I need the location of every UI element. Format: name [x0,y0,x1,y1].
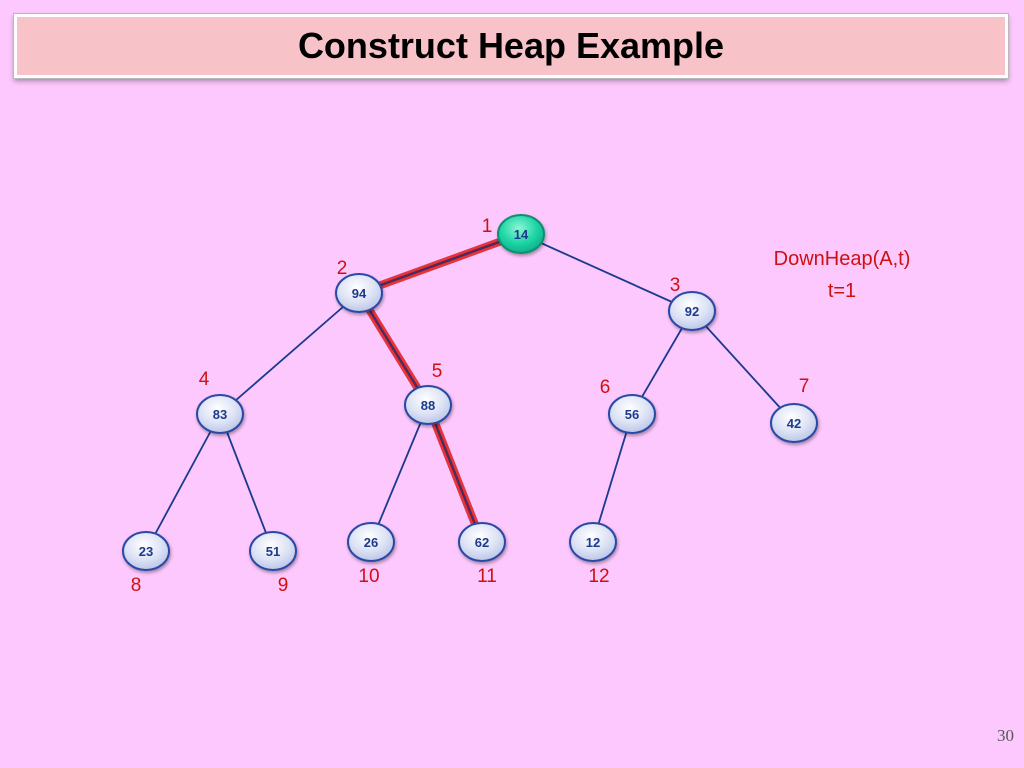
heap-node-5: 88 [404,385,452,425]
downheap-param-text: t=1 [827,280,857,302]
heap-node-11: 62 [458,522,506,562]
node-index-1: 1 [482,216,493,237]
node-index-4: 4 [199,369,210,390]
node-index-12: 12 [588,566,609,587]
node-circle [668,291,716,331]
heap-node-12: 12 [569,522,617,562]
node-circle [458,522,506,562]
heap-node-7: 42 [770,403,818,443]
node-value: 26 [364,535,378,550]
node-value: 42 [787,416,801,431]
node-circle [122,531,170,571]
node-circle [404,385,452,425]
node-index-2: 2 [337,258,348,279]
edges-layer [145,230,795,552]
tree-edge-6-12 [592,413,633,543]
node-circle [569,522,617,562]
tree-edge-4-9 [219,413,274,552]
node-circle [608,394,656,434]
heap-node-10: 26 [347,522,395,562]
node-circle [497,214,545,254]
tree-edge-5-11 [427,404,483,543]
node-index-9: 9 [278,575,289,596]
node-value: 14 [514,227,529,242]
tree-edge-3-7 [691,310,795,424]
node-value: 94 [352,286,367,301]
heap-node-6: 56 [608,394,656,434]
node-value: 83 [213,407,227,422]
heap-node-3: 92 [668,291,716,331]
tree-edge-5-10 [370,404,429,543]
node-value: 12 [586,535,600,550]
tree-edge-1-3 [520,233,693,312]
page-title: Construct Heap Example [297,25,725,66]
tree-edge-1-2 [358,233,522,294]
heap-node-8: 23 [122,531,170,571]
tree-edge-2-5 [358,292,429,406]
node-value: 92 [685,304,699,319]
title-bar: Construct Heap Example [13,13,1009,79]
node-index-10: 10 [358,566,379,587]
node-value: 23 [139,544,153,559]
heap-node-9: 51 [249,531,297,571]
node-value: 88 [421,398,435,413]
node-index-6: 6 [600,377,611,398]
node-index-3: 3 [670,275,681,296]
tree-edge-2-4 [219,292,360,415]
heap-node-4: 83 [196,394,244,434]
node-index-8: 8 [131,575,142,596]
downheap-call-text: DownHeap(A,t) [773,248,911,270]
page-number: 30 [997,726,1014,745]
node-circle [335,273,383,313]
node-circle [347,522,395,562]
node-index-7: 7 [799,376,810,397]
node-index-5: 5 [432,361,443,382]
node-circle [249,531,297,571]
heap-node-2: 94 [335,273,383,313]
tree-edge-4-8 [145,413,221,552]
heap-node-1: 14 [497,214,545,254]
node-circle [196,394,244,434]
node-circle [770,403,818,443]
node-value: 56 [625,407,639,422]
node-value: 62 [475,535,489,550]
node-value: 51 [266,544,280,559]
node-index-11: 11 [477,566,497,587]
